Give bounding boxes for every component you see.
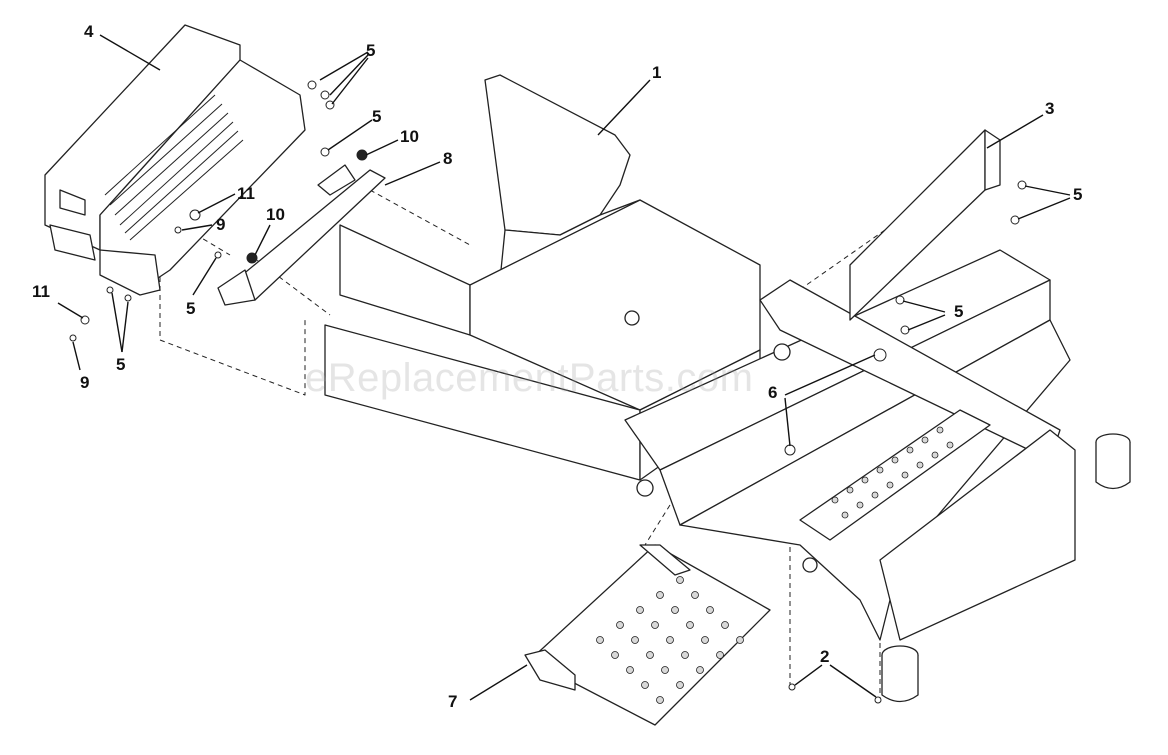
leader-lines xyxy=(58,35,1070,700)
callout-5: 5 xyxy=(954,302,964,321)
callout-5: 5 xyxy=(366,41,376,60)
floor-plate-holes xyxy=(597,577,744,704)
callout-7: 7 xyxy=(448,692,458,711)
bracket xyxy=(218,165,385,305)
callout-5: 5 xyxy=(1073,185,1083,204)
floor-plate xyxy=(525,545,770,725)
callout-3: 3 xyxy=(1045,99,1055,118)
main-frame xyxy=(325,75,1130,702)
callout-1: 1 xyxy=(652,63,662,82)
frame-perforations xyxy=(832,427,953,518)
callout-6: 6 xyxy=(768,383,778,402)
callout-9: 9 xyxy=(80,373,90,392)
callout-11: 11 xyxy=(237,184,255,203)
callout-10: 10 xyxy=(266,205,285,224)
hardware xyxy=(70,81,1026,703)
callout-5: 5 xyxy=(116,355,126,374)
callout-5: 5 xyxy=(186,299,196,318)
callout-8: 8 xyxy=(443,149,453,168)
rear-shield xyxy=(45,25,305,295)
callout-5: 5 xyxy=(372,107,382,126)
shield-slots xyxy=(105,95,243,240)
callout-4: 4 xyxy=(84,22,94,41)
watermark-text: eReplacementParts.com xyxy=(305,356,754,400)
callout-2: 2 xyxy=(820,647,830,666)
callout-10: 10 xyxy=(400,127,419,146)
side-panel xyxy=(850,130,1000,320)
callout-9: 9 xyxy=(216,215,226,234)
callout-11: 11 xyxy=(32,282,50,301)
